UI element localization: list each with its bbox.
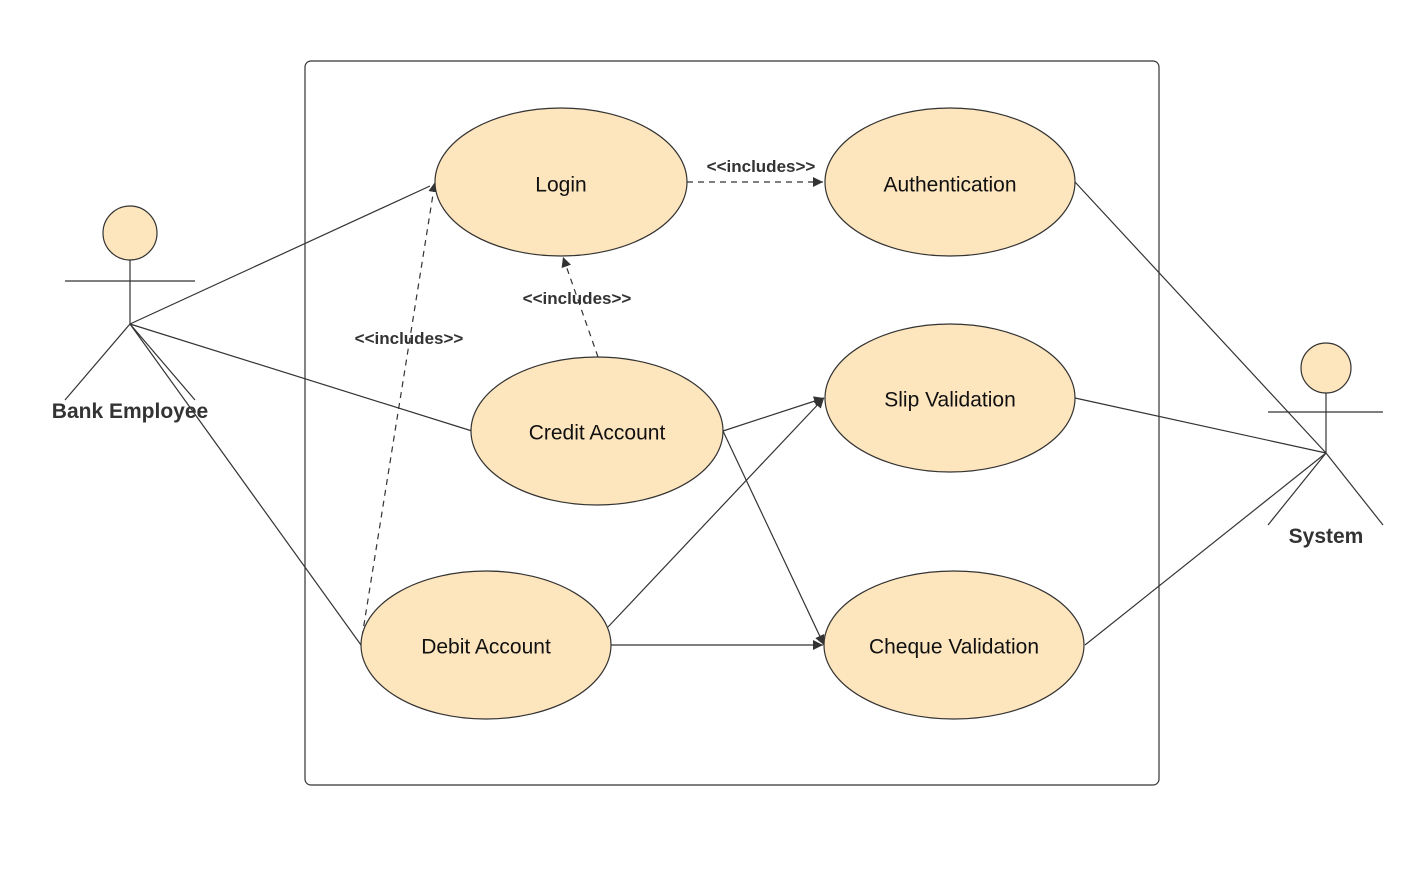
- actor-bank-employee-label: Bank Employee: [52, 400, 208, 423]
- include-login-auth-label: <<includes>>: [707, 157, 816, 176]
- use-case-login-shape: [434, 107, 688, 257]
- use-case-credit-account-shape: [470, 356, 724, 506]
- system-boundary: [304, 60, 1160, 786]
- use-case-slip-validation-label: Slip Validation: [884, 389, 1016, 412]
- actor-system[interactable]: System: [1267, 342, 1384, 548]
- actor-system-head: [1300, 342, 1352, 394]
- use-case-authentication-label: Authentication: [883, 174, 1016, 197]
- use-case-debit-account-shape: [360, 570, 612, 720]
- credit-to-cheque-arrow: [722, 430, 825, 646]
- use-case-debit-account[interactable]: Debit Account: [360, 570, 612, 720]
- use-case-cheque-validation[interactable]: Cheque Validation: [823, 570, 1085, 720]
- include-credit-login-label: <<includes>>: [523, 289, 632, 308]
- assoc-employee-credit: [129, 323, 473, 432]
- credit-to-slip-arrow: [722, 396, 825, 432]
- assoc-employee-login: [129, 185, 431, 325]
- assoc-system-cheque: [1084, 452, 1327, 646]
- actor-bank-employee-leg-left: [64, 323, 131, 401]
- associations: [129, 181, 1327, 646]
- include-debit-login-label: <<includes>>: [355, 329, 464, 348]
- actor-system-leg-left: [1267, 452, 1327, 526]
- directed-relations: [361, 177, 825, 650]
- use-case-authentication[interactable]: Authentication: [824, 107, 1076, 257]
- include-debit-login-arrow: [361, 181, 439, 638]
- use-case-login[interactable]: Login: [434, 107, 688, 257]
- use-case-slip-validation-shape: [824, 323, 1076, 473]
- use-case-cheque-validation-label: Cheque Validation: [869, 636, 1039, 659]
- assoc-system-authentication: [1074, 181, 1327, 454]
- debit-to-slip-arrow: [607, 397, 825, 628]
- use-case-slip-validation[interactable]: Slip Validation: [824, 323, 1076, 473]
- actor-system-leg-right: [1325, 452, 1384, 526]
- assoc-system-slip: [1074, 397, 1327, 454]
- use-case-debit-account-label: Debit Account: [421, 636, 551, 659]
- use-case-login-label: Login: [535, 174, 586, 197]
- use-case-authentication-shape: [824, 107, 1076, 257]
- actor-system-label: System: [1289, 525, 1364, 548]
- use-case-credit-account[interactable]: Credit Account: [470, 356, 724, 506]
- assoc-employee-debit: [129, 323, 362, 646]
- use-case-credit-account-label: Credit Account: [529, 422, 666, 445]
- actor-bank-employee-head: [102, 205, 158, 261]
- use-case-cheque-validation-shape: [823, 570, 1085, 720]
- actor-bank-employee[interactable]: Bank Employee: [52, 205, 208, 423]
- actor-bank-employee-leg-right: [129, 323, 196, 401]
- include-credit-login-arrow: [561, 256, 599, 358]
